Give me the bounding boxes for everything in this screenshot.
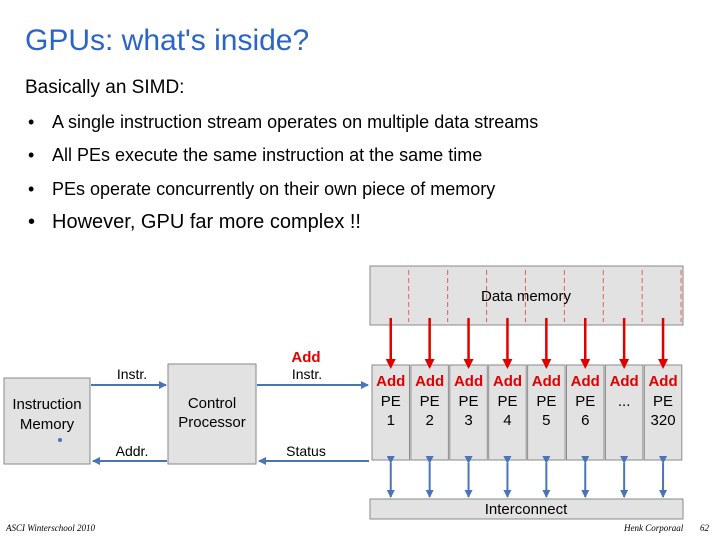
pe-number: 1 (387, 412, 395, 429)
pe-number: 3 (464, 412, 472, 429)
pe-label: PE (575, 393, 595, 410)
pe-label: PE (653, 393, 673, 410)
pe-add-label: Add (376, 373, 405, 390)
footer-author: Henk Corporaal (624, 523, 684, 533)
bullet-item: • PEs operate concurrently on their own … (28, 179, 538, 200)
pe-label: PE (536, 393, 556, 410)
pe-number: 4 (503, 412, 511, 429)
data-memory-box (369, 265, 684, 326)
pe-number: 2 (425, 412, 433, 429)
bullet-text: However, GPU far more complex !! (52, 211, 361, 233)
bullet-item: • However, GPU far more complex !! (28, 211, 538, 234)
slide-title: GPUs: what's inside? (25, 24, 310, 57)
pe-number: 5 (542, 412, 550, 429)
instruction-memory-label-line2: Memory (20, 416, 75, 433)
pe-box (410, 364, 449, 461)
pe-add-label: Add (610, 373, 639, 390)
pe-label: PE (459, 393, 479, 410)
bullet-text: All PEs execute the same instruction at … (52, 145, 483, 165)
bullet-list: • A single instruction stream operates o… (28, 112, 538, 233)
footer-event: ASCI Winterschool 2010 (6, 523, 95, 533)
pe-box (488, 364, 527, 461)
bullet-text: A single instruction stream operates on … (52, 112, 539, 132)
interconnect-label: Interconnect (485, 501, 568, 518)
pe-cell: Add... (604, 364, 644, 461)
footer-page-number: 62 (700, 523, 709, 533)
instr-label-left: Instr. (117, 366, 147, 382)
pe-box (566, 364, 605, 461)
bullet-dot: • (28, 211, 36, 233)
pe-label: PE (420, 393, 440, 410)
pe-add-label: Add (415, 373, 444, 390)
control-processor-label-line2: Processor (178, 414, 246, 431)
memory-dot (58, 438, 62, 442)
instruction-memory-label-line1: Instruction (12, 396, 81, 413)
instr-label-right: Instr. (292, 366, 322, 382)
pe-add-label: Add (493, 373, 522, 390)
pe-number: 320 (651, 412, 676, 429)
memory-partition-lines (408, 270, 682, 322)
bullet-item: • A single instruction stream operates o… (28, 112, 538, 133)
slide-subtitle: Basically an SIMD: (25, 77, 185, 98)
bullet-text: PEs operate concurrently on their own pi… (52, 179, 496, 199)
control-processor-label-line1: Control (188, 395, 236, 412)
bullet-dot: • (28, 179, 35, 199)
instruction-memory-box (3, 377, 91, 465)
pe-add-label: Add (532, 373, 561, 390)
pe-number: 6 (581, 412, 589, 429)
bullet-item: • All PEs execute the same instruction a… (28, 145, 538, 166)
control-processor-box (167, 363, 257, 465)
pe-label: ... (618, 393, 631, 410)
pe-add-label: Add (454, 373, 483, 390)
status-label: Status (286, 443, 326, 459)
bullet-dot: • (28, 112, 35, 132)
pe-label: PE (497, 393, 517, 410)
pe-label: PE (381, 393, 401, 410)
add-label-top: Add (291, 349, 320, 366)
addr-label: Addr. (116, 443, 149, 459)
interconnect-box (369, 498, 684, 520)
data-memory-label: Data memory (481, 288, 572, 305)
pe-add-label: Add (648, 373, 677, 390)
bullet-dot: • (28, 145, 35, 165)
pe-add-label: Add (571, 373, 600, 390)
pe-box (604, 364, 644, 461)
